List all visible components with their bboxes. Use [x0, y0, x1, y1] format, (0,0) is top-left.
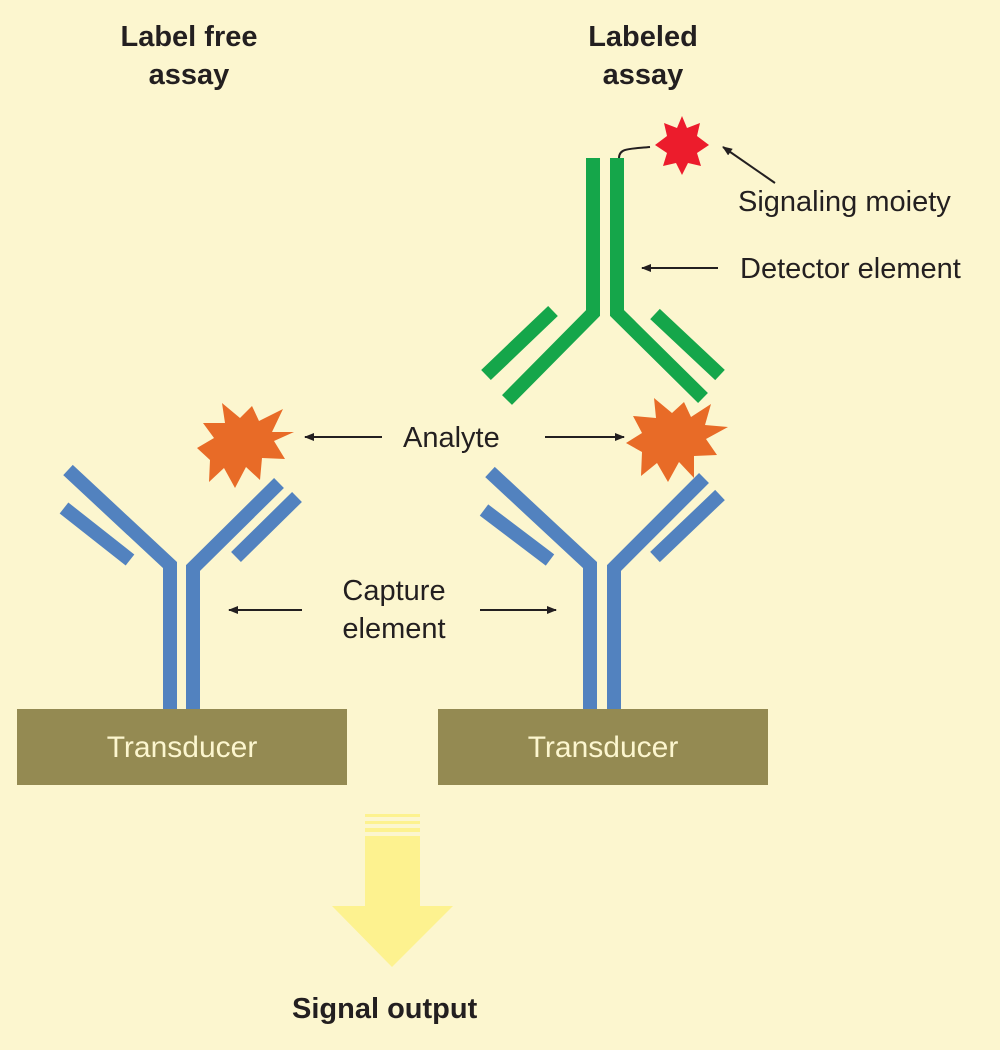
label-free-title-line-2: assay: [148, 59, 230, 91]
labeled-title-line-2: assay: [602, 59, 684, 91]
signaling-moiety-label: Signaling moiety: [738, 186, 951, 218]
signal-output-arrow: [332, 814, 453, 967]
capture-element-label-line-1: Capture: [342, 575, 446, 607]
capture-antibody-right: [479, 466, 725, 709]
capture-element-label: Capture element: [309, 572, 479, 648]
labeled-title: Labeled assay: [523, 18, 763, 94]
transducer-left-label: Transducer: [106, 731, 258, 764]
label-free-title-line-1: Label free: [120, 21, 258, 53]
capture-element-label-line-2: element: [342, 613, 446, 645]
transducer-right-label: Transducer: [527, 731, 679, 764]
analyte-label: Analyte: [403, 422, 500, 454]
signal-output-label: Signal output: [292, 993, 478, 1025]
signaling-moiety-icon: [618, 116, 709, 175]
capture-antibody-left: [59, 464, 302, 709]
detector-antibody: [481, 158, 725, 405]
detector-element-label: Detector element: [740, 253, 961, 285]
annotation-arrows: [228, 146, 776, 614]
analyte-left: [197, 403, 294, 488]
label-free-title: Label free assay: [69, 18, 309, 94]
analyte-right: [626, 398, 728, 482]
transducer-right: [438, 709, 768, 785]
transducer-left: [17, 709, 347, 785]
labeled-title-line-1: Labeled: [588, 21, 698, 53]
